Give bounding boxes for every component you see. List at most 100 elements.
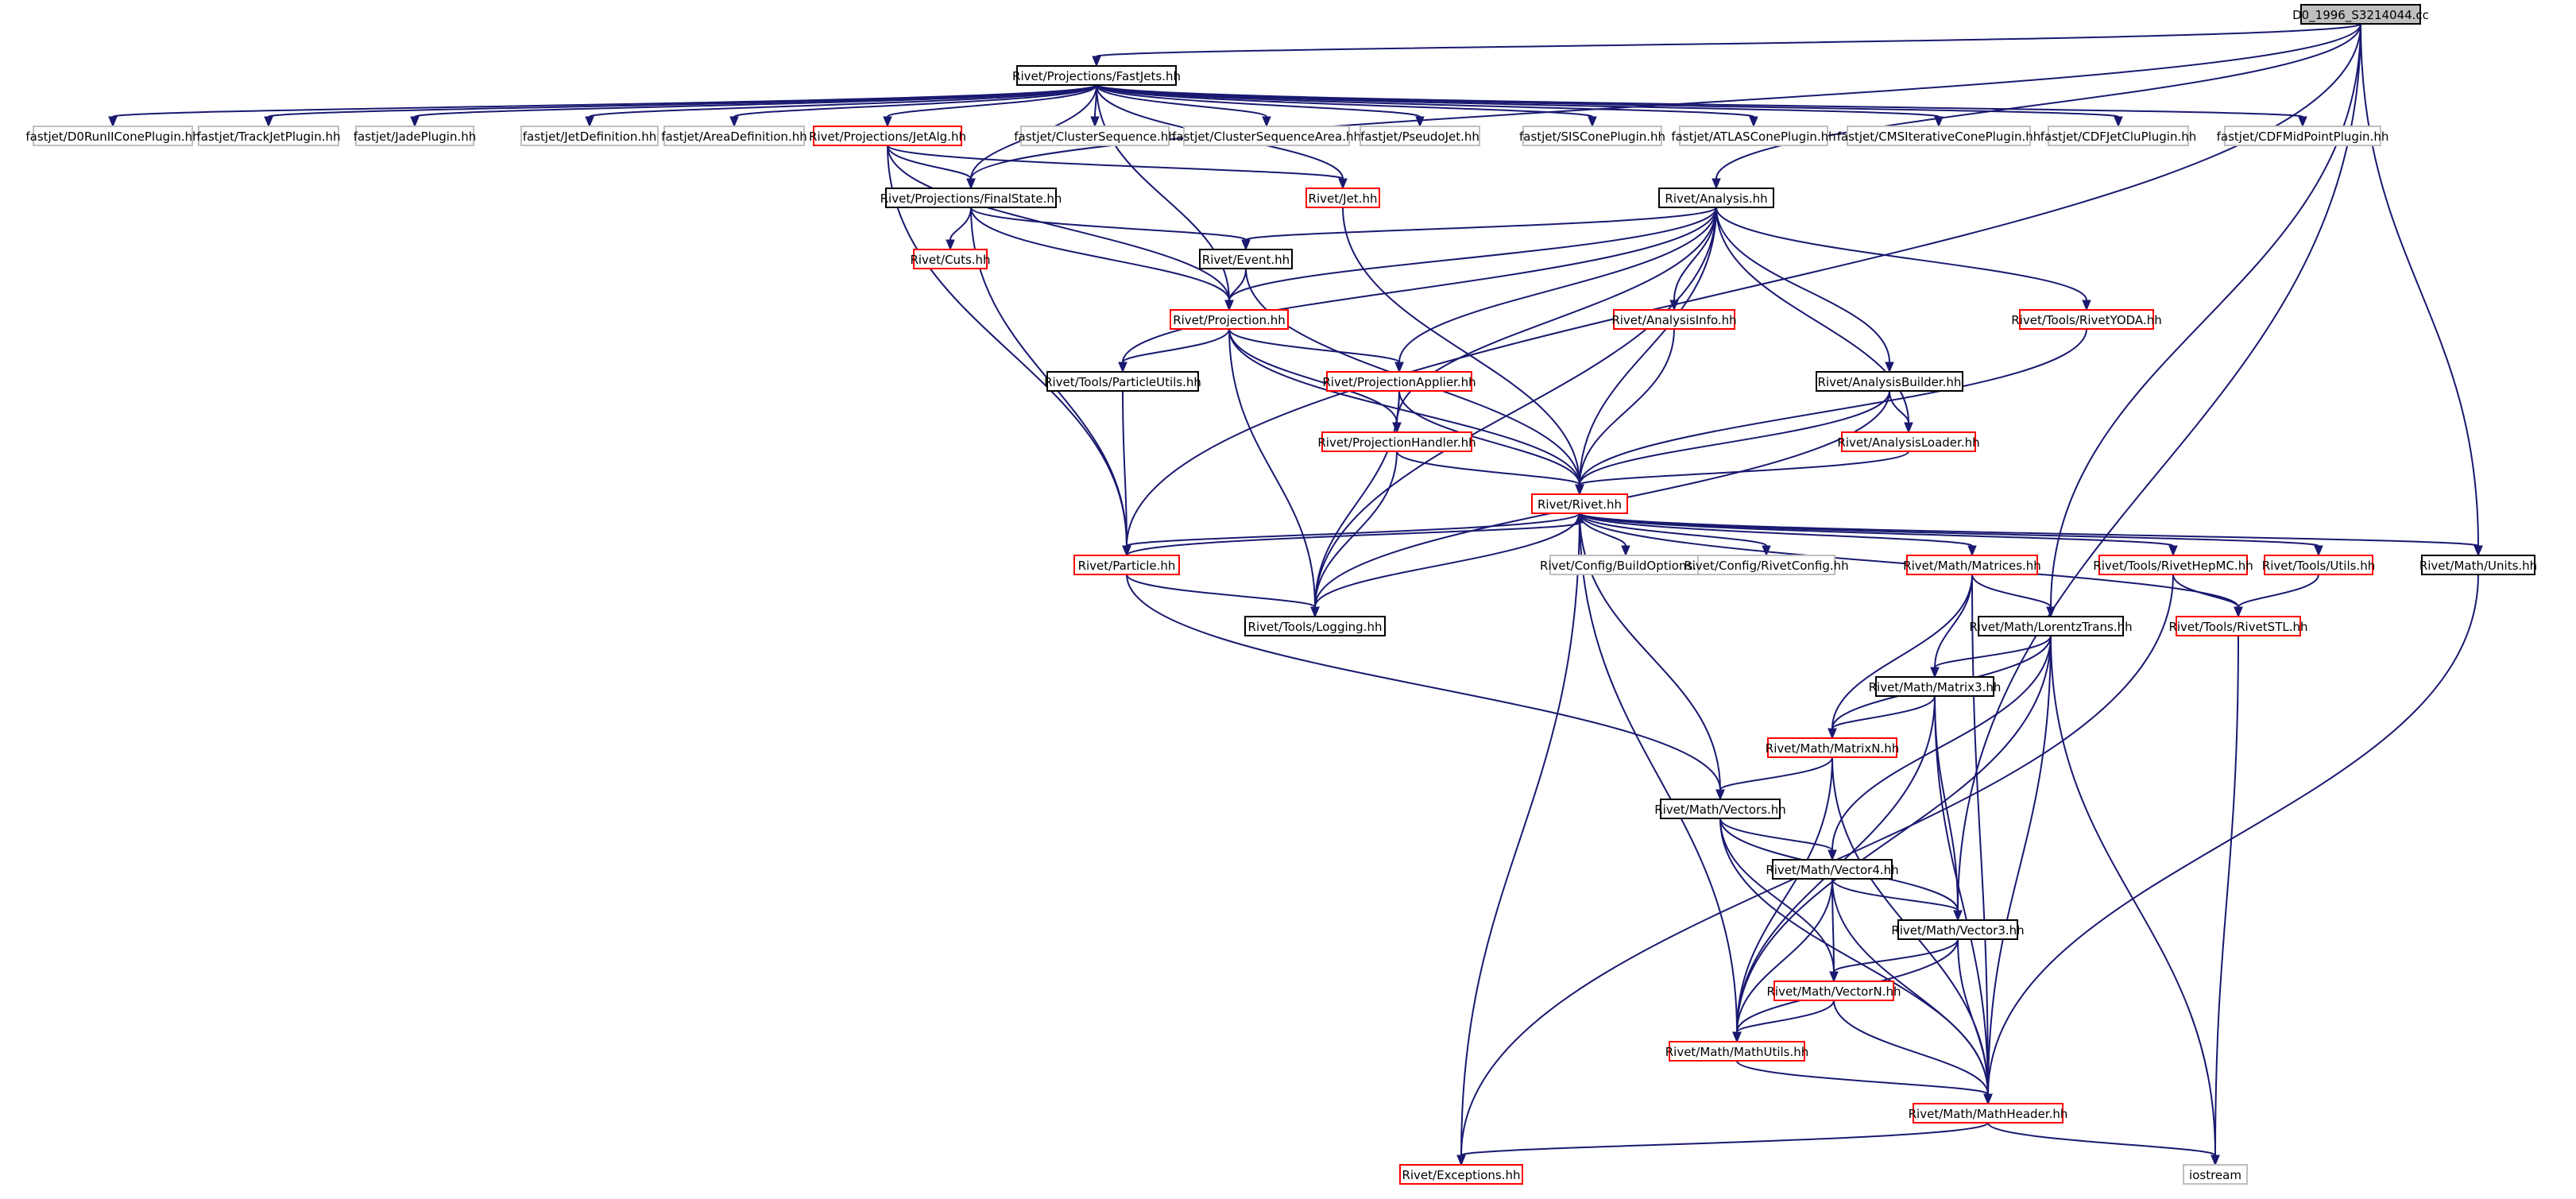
- node-fastjets[interactable]: Rivet/Projections/FastJets.hh: [1012, 65, 1181, 86]
- edge-line: [1460, 512, 1580, 1156]
- node-box: [1658, 188, 1774, 208]
- node-finalstate[interactable]: Rivet/Projections/FinalState.hh: [880, 188, 1062, 208]
- node-label: Rivet/Exceptions.hh: [1402, 1168, 1520, 1182]
- node-label: Rivet/AnalysisLoader.hh: [1837, 435, 1979, 450]
- edge-line: [1736, 878, 1833, 1033]
- node-cdfjetclu: fastjet/CDFJetCluPlugin.hh: [2040, 126, 2196, 146]
- node-particle[interactable]: Rivet/Particle.hh: [1073, 555, 1180, 575]
- node-label: Rivet/Math/Vector3.hh: [1891, 923, 2024, 938]
- edge-arrowhead: [585, 116, 594, 128]
- edge-particle-to-vectors: [1126, 574, 1725, 801]
- node-event[interactable]: Rivet/Event.hh: [1199, 249, 1293, 269]
- node-mathheader[interactable]: Rivet/Math/MathHeader.hh: [1909, 1103, 2068, 1124]
- node-lorentz[interactable]: Rivet/Math/LorentzTrans.hh: [1969, 616, 2133, 636]
- node-jade: fastjet/JadePlugin.hh: [354, 126, 477, 146]
- node-cdfmid: fastjet/CDFMidPointPlugin.hh: [2217, 126, 2388, 146]
- node-label: fastjet/D0RunIIConePlugin.hh: [25, 130, 199, 144]
- node-analysisbuilder[interactable]: Rivet/AnalysisBuilder.hh: [1816, 371, 1963, 392]
- edge-arrowhead: [264, 116, 273, 128]
- node-box: [1906, 555, 2038, 575]
- node-jetalg[interactable]: Rivet/Projections/JetAlg.hh: [809, 126, 966, 146]
- edge-line: [1831, 635, 2052, 851]
- node-matrix3[interactable]: Rivet/Math/Matrix3.hh: [1869, 676, 2002, 697]
- edge-line: [1833, 1000, 1989, 1095]
- node-box: [1679, 126, 1828, 146]
- node-mathutils[interactable]: Rivet/Math/MathUtils.hh: [1665, 1041, 1809, 1062]
- node-label: Rivet/Config/RivetConfig.hh: [1684, 559, 1848, 573]
- node-vector4[interactable]: Rivet/Math/Vector4.hh: [1766, 859, 1899, 880]
- node-label: Rivet/Tools/RivetYODA.hh: [2011, 313, 2161, 327]
- node-projapplier[interactable]: Rivet/ProjectionApplier.hh: [1322, 371, 1476, 392]
- edge-line: [950, 207, 972, 241]
- node-jet[interactable]: Rivet/Jet.hh: [1305, 188, 1380, 208]
- node-logging[interactable]: Rivet/Tools/Logging.hh: [1244, 616, 1386, 636]
- node-box: [1816, 371, 1963, 392]
- edge-line: [1245, 207, 1717, 241]
- edge-particleutils-to-particle: [1122, 390, 1131, 557]
- edge-arrowhead: [1930, 667, 1940, 679]
- node-rivetstl[interactable]: Rivet/Tools/RivetSTL.hh: [2168, 616, 2308, 636]
- edge-root-to-fastjets: [1092, 23, 2361, 68]
- edge-line: [1971, 574, 1989, 1095]
- edge-mathutils-to-mathheader: [1736, 1060, 1993, 1105]
- node-projhandler[interactable]: Rivet/ProjectionHandler.hh: [1317, 431, 1476, 452]
- edge-finalstate-to-projection: [970, 207, 1234, 311]
- node-label: fastjet/ATLASConePlugin.hh: [1671, 130, 1835, 144]
- edge-analysis-to-projection: [1224, 207, 1717, 311]
- edge-vector4-to-vector3: [1831, 878, 1963, 922]
- node-analysis[interactable]: Rivet/Analysis.hh: [1658, 188, 1774, 208]
- edge-line: [1126, 23, 2361, 547]
- node-cuts[interactable]: Rivet/Cuts.hh: [910, 249, 991, 269]
- edge-line: [1314, 512, 1580, 608]
- edge-matrix3-to-matrixn: [1828, 695, 1936, 740]
- node-rivethepmc[interactable]: Rivet/Tools/RivetHepMC.hh: [2093, 555, 2253, 575]
- node-particleutils[interactable]: Rivet/Tools/ParticleUtils.hh: [1044, 371, 1201, 392]
- node-label: Rivet/Tools/ParticleUtils.hh: [1044, 375, 1201, 389]
- node-box: [1399, 1164, 1523, 1185]
- node-rivetyoda[interactable]: Rivet/Tools/RivetYODA.hh: [2011, 309, 2162, 330]
- edge-matrices-to-matrixn: [1828, 574, 1973, 740]
- edge-vectors-to-vector4: [1719, 818, 1837, 861]
- edge-analysis-to-particleutils: [1118, 207, 1717, 373]
- node-vectorn[interactable]: Rivet/Math/VectorN.hh: [1766, 980, 1901, 1001]
- edge-arrowhead: [1122, 545, 1131, 557]
- node-matrixn[interactable]: Rivet/Math/MatrixN.hh: [1766, 737, 1899, 758]
- edge-arrowhead: [1575, 512, 1584, 524]
- node-projection[interactable]: Rivet/Projection.hh: [1170, 309, 1289, 330]
- node-utils[interactable]: Rivet/Tools/Utils.hh: [2262, 555, 2375, 575]
- node-analysisinfo[interactable]: Rivet/AnalysisInfo.hh: [1611, 309, 1737, 330]
- edge-line: [2050, 635, 2216, 1156]
- edge-line: [1719, 818, 1833, 851]
- node-box: [1073, 555, 1180, 575]
- node-cmsiter: fastjet/CMSIterativeConePlugin.hh: [1837, 126, 2040, 146]
- edge-jetalg-to-jet: [887, 145, 1348, 190]
- node-box: [1326, 371, 1472, 392]
- edge-line: [1126, 574, 1316, 608]
- edge-arrowhead: [1953, 910, 1963, 922]
- node-matrices[interactable]: Rivet/Math/Matrices.hh: [1903, 555, 2041, 575]
- edge-line: [1096, 84, 2303, 118]
- edge-line: [1957, 938, 1989, 1095]
- node-units[interactable]: Rivet/Math/Units.hh: [2419, 555, 2537, 575]
- edge-line: [887, 84, 1097, 118]
- edge-line: [1971, 574, 2052, 608]
- node-vector3[interactable]: Rivet/Math/Vector3.hh: [1891, 919, 2025, 940]
- edge-line: [1579, 512, 2319, 547]
- node-analysisloader[interactable]: Rivet/AnalysisLoader.hh: [1837, 431, 1980, 452]
- edge-arrowhead: [1885, 362, 1894, 373]
- edge-line: [1579, 328, 1675, 485]
- node-rivet[interactable]: Rivet/Rivet.hh: [1531, 493, 1628, 514]
- node-label: iostream: [2189, 1168, 2241, 1182]
- node-box: [520, 126, 659, 146]
- edge-line: [1831, 878, 1959, 911]
- edge-line: [1122, 390, 1127, 547]
- node-label: fastjet/JadePlugin.hh: [354, 130, 477, 144]
- node-exceptions[interactable]: Rivet/Exceptions.hh: [1399, 1164, 1523, 1185]
- edge-arrowhead: [1415, 116, 1425, 128]
- node-vectors[interactable]: Rivet/Math/Vectors.hh: [1654, 799, 1786, 819]
- edge-line: [1460, 1122, 1989, 1156]
- nodes-layer: D0_1996_S3214044.ccRivet/Projections/Fas…: [25, 4, 2537, 1185]
- edge-line: [1831, 574, 1973, 729]
- edges-layer: [108, 23, 2483, 1166]
- node-box: [1767, 737, 1897, 758]
